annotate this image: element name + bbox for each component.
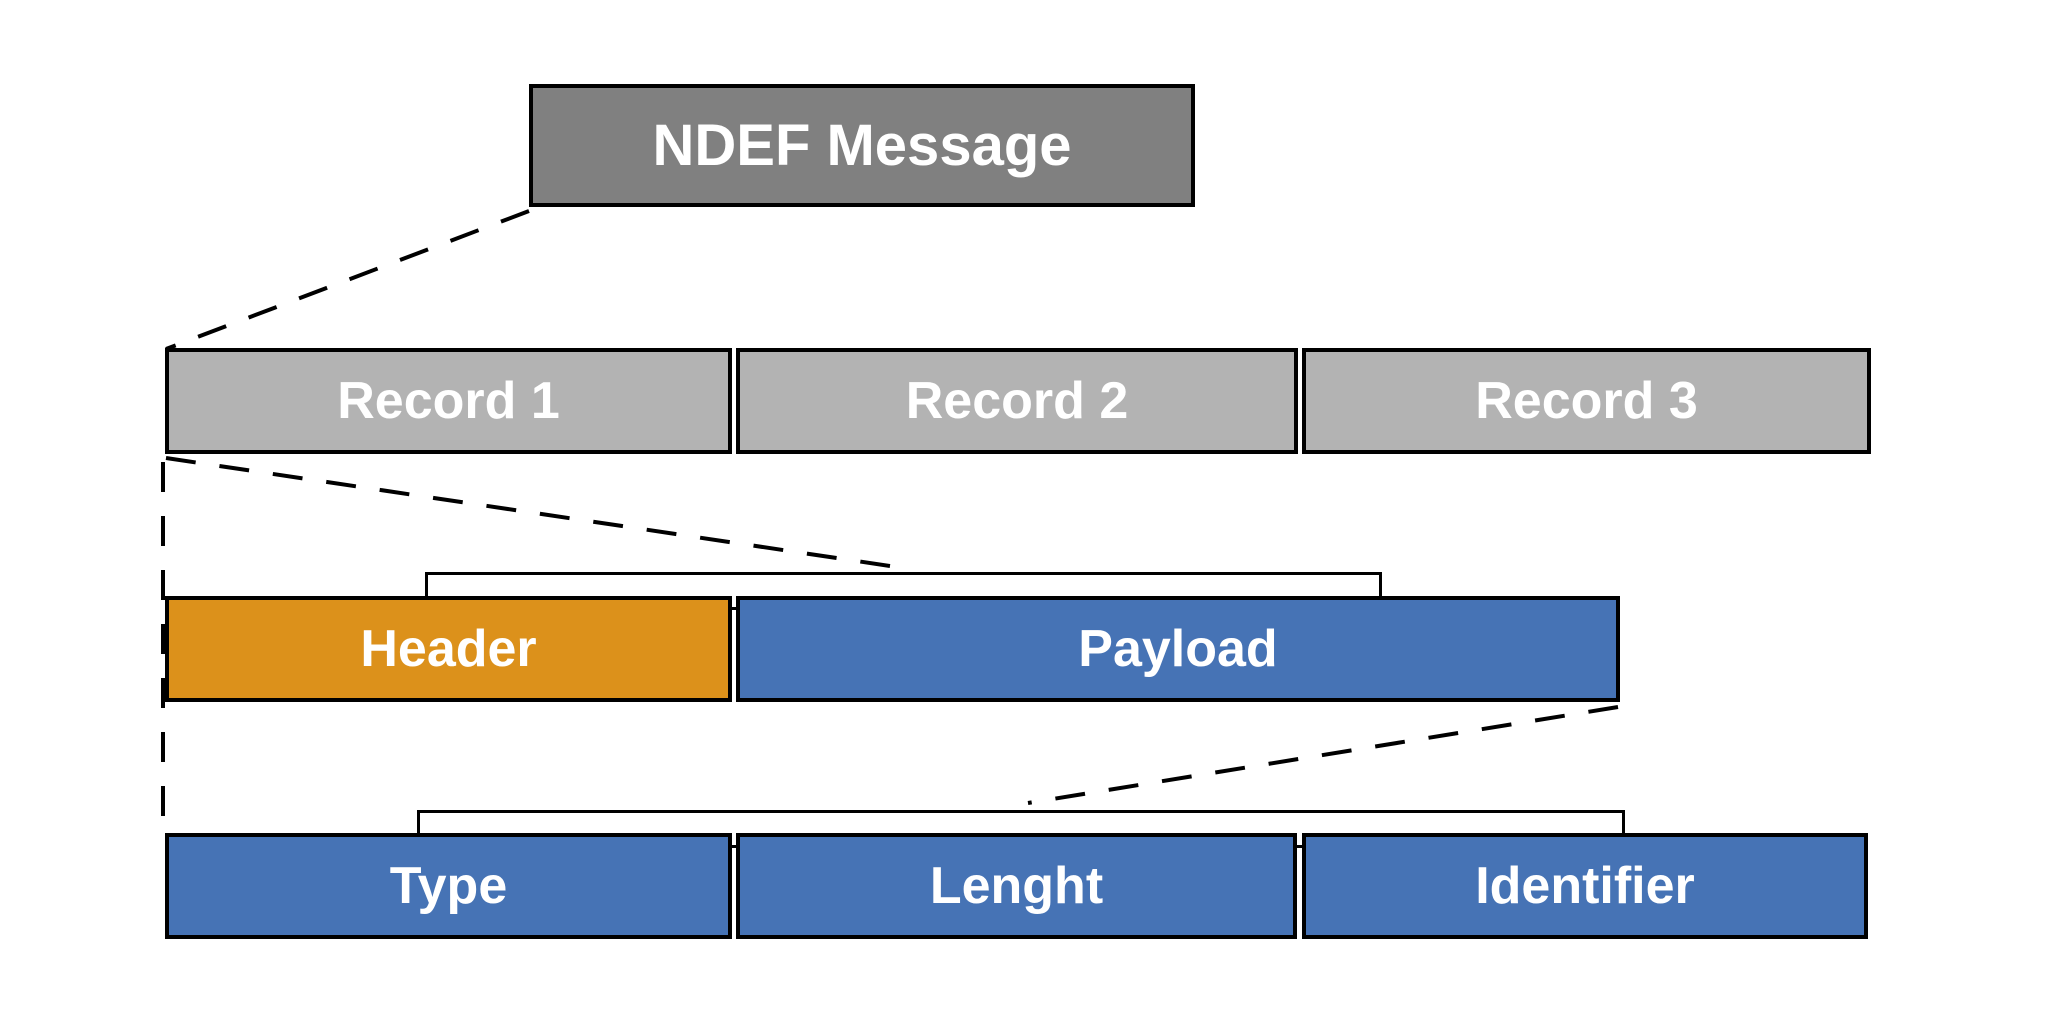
payload-box: Payload <box>736 596 1620 702</box>
type-box: Type <box>165 833 732 939</box>
connector-record1-to-detail-right <box>165 456 891 568</box>
record-2-box: Record 2 <box>736 348 1298 454</box>
identifier-box: Identifier <box>1302 833 1868 939</box>
lenght-box: Lenght <box>736 833 1297 939</box>
header-box: Header <box>165 596 732 702</box>
record-1-box: Record 1 <box>165 348 732 454</box>
connector-payload-to-parts <box>1027 705 1619 805</box>
connector-message-to-records <box>165 209 530 351</box>
record-3-box: Record 3 <box>1302 348 1871 454</box>
ndef-message-box: NDEF Message <box>529 84 1195 207</box>
